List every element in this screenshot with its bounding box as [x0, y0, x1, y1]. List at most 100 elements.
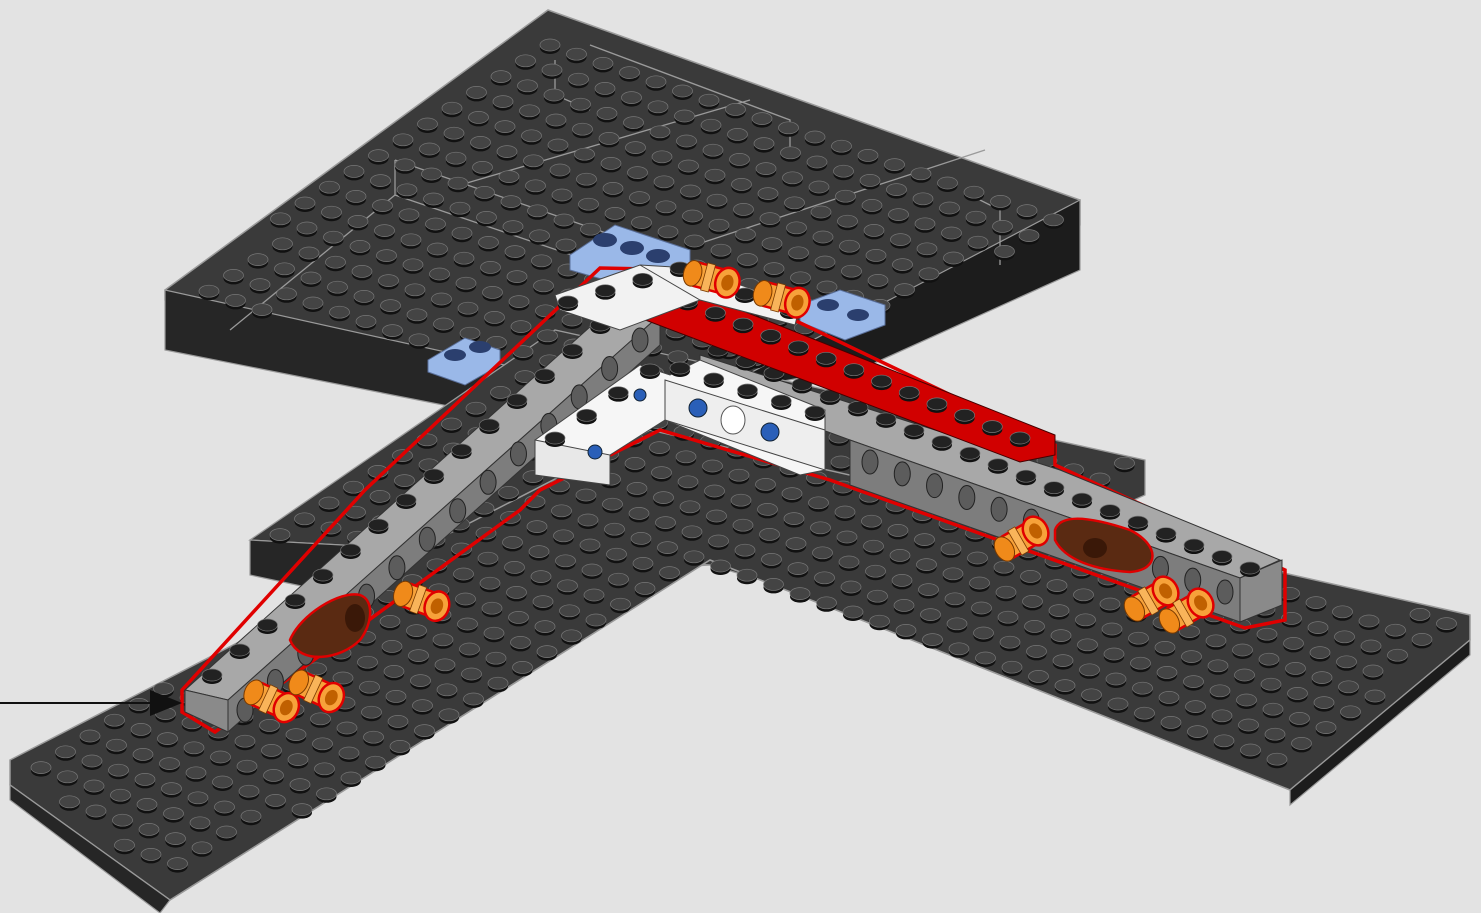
beam-stud — [563, 344, 583, 356]
plate-stud — [491, 71, 511, 83]
plate-stud — [788, 563, 808, 575]
plate-stud — [1259, 653, 1279, 665]
plate-stud — [542, 64, 562, 76]
plate-stud — [913, 193, 933, 205]
plate-stud — [341, 772, 361, 784]
plate-stud — [556, 239, 576, 251]
plate-stud — [524, 155, 544, 167]
beam-hole — [927, 474, 943, 498]
plate-stud — [625, 457, 645, 469]
plate-stud — [411, 675, 431, 687]
plate-stud — [569, 73, 589, 85]
beam-stud — [955, 409, 975, 421]
plate-stud — [835, 506, 855, 518]
plate-stud — [450, 202, 470, 214]
plate-stud — [160, 758, 180, 770]
plate-stud — [407, 625, 427, 637]
plate-stud — [942, 227, 962, 239]
plate-stud — [836, 190, 856, 202]
plate-stud — [313, 738, 333, 750]
plate-stud — [464, 693, 484, 705]
plate-stud — [945, 593, 965, 605]
plate-stud — [680, 501, 700, 513]
plate-stud — [503, 536, 523, 548]
plate-stud — [862, 199, 882, 211]
plate-stud — [328, 281, 348, 293]
plate-stud — [1159, 691, 1179, 703]
plate-stud — [628, 167, 648, 179]
plate-stud — [491, 386, 511, 398]
plate-stud — [858, 149, 878, 161]
beam-stud — [545, 432, 565, 444]
plate-stud — [631, 532, 651, 544]
beam-hole — [419, 527, 435, 551]
plate-stud — [1104, 648, 1124, 660]
plate-stud — [1241, 744, 1261, 756]
beam-stud — [1240, 562, 1260, 574]
plate-stud — [940, 202, 960, 214]
plate-stud — [397, 184, 417, 196]
plate-stud — [840, 240, 860, 252]
plate-stud — [701, 119, 721, 131]
plate-stud — [648, 101, 668, 113]
plate-stud — [1188, 726, 1208, 738]
plate-stud — [158, 733, 178, 745]
plate-stud — [303, 297, 323, 309]
plate-stud — [885, 159, 905, 171]
plate-stud — [1214, 735, 1234, 747]
plate-stud — [650, 126, 670, 138]
plate-stud — [409, 334, 429, 346]
plate-stud — [658, 226, 678, 238]
plate-stud — [764, 263, 784, 275]
plate-stud — [315, 763, 335, 775]
beam-stud — [535, 369, 555, 381]
plate-stud — [292, 804, 312, 816]
plate-stud — [895, 284, 915, 296]
plate-stud — [838, 215, 858, 227]
plate-stud — [580, 539, 600, 551]
plate-stud — [370, 490, 390, 502]
plate-stud — [403, 259, 423, 271]
plate-stud — [705, 485, 725, 497]
plate-stud — [199, 285, 219, 297]
plate-stud — [998, 611, 1018, 623]
plate-stud — [730, 153, 750, 165]
plate-stud — [1312, 672, 1332, 684]
plate-stud — [501, 196, 521, 208]
plate-stud — [388, 715, 408, 727]
plate-stud — [437, 684, 457, 696]
plate-stud — [115, 839, 135, 851]
plate-stud — [1292, 737, 1312, 749]
plate-stud — [577, 173, 597, 185]
plate-stud — [864, 224, 884, 236]
plate-stud — [729, 469, 749, 481]
plate-stud — [597, 107, 617, 119]
plate-stud — [944, 252, 964, 264]
plate-stud — [1437, 618, 1457, 630]
plate-stud — [652, 467, 672, 479]
plate-stud — [731, 494, 751, 506]
plate-stud — [734, 203, 754, 215]
beam-stud — [670, 362, 690, 374]
plate-stud — [499, 171, 519, 183]
plate-stud — [133, 748, 153, 760]
beam-stud — [368, 519, 388, 531]
plate-stud — [444, 127, 464, 139]
plate-stud — [375, 225, 395, 237]
plate-stud — [1182, 651, 1202, 663]
plate-stud — [1076, 614, 1096, 626]
plate-stud — [290, 779, 310, 791]
plate-stud — [736, 228, 756, 240]
beam-stud — [595, 285, 615, 297]
plate-stud — [764, 578, 784, 590]
plate-stud — [540, 39, 560, 51]
plate-stud — [480, 577, 500, 589]
plate-stud — [786, 538, 806, 550]
beam-stud — [230, 644, 250, 656]
plate-stud — [630, 192, 650, 204]
plate-stud — [1002, 661, 1022, 673]
plate-stud — [1025, 620, 1045, 632]
plate-stud — [866, 249, 886, 261]
plate-stud — [1161, 716, 1181, 728]
plate-stud — [709, 219, 729, 231]
